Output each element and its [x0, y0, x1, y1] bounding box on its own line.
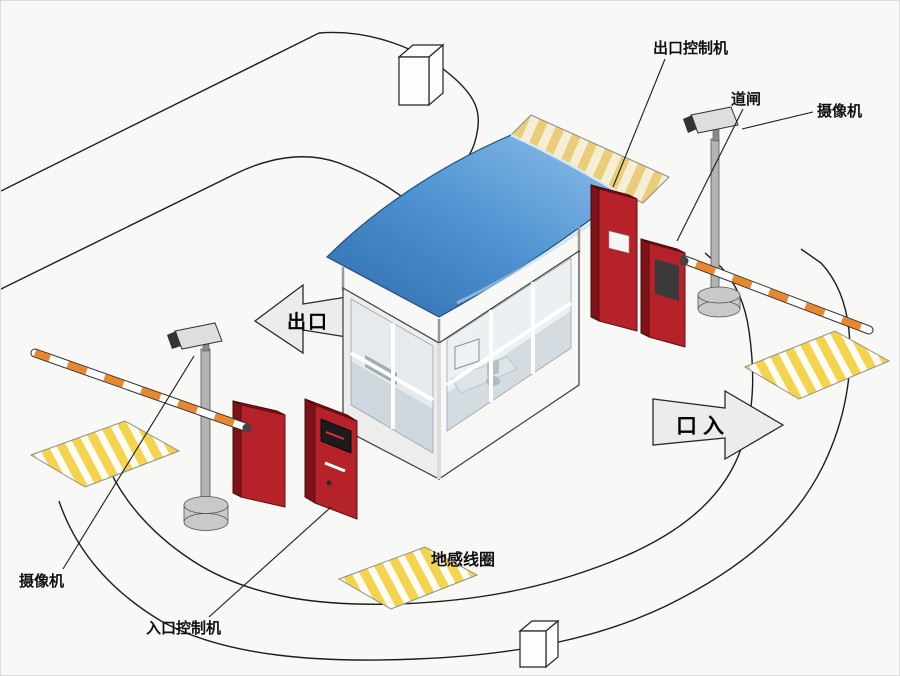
interior-monitor [454, 338, 480, 370]
loop-surface [743, 330, 891, 400]
ground-loop-left [29, 420, 181, 488]
arm-hub [679, 256, 689, 266]
guard-booth [326, 114, 670, 481]
exit-barrier-machine [640, 238, 686, 348]
exit-direction-arrow: 出口 [253, 283, 354, 355]
machine-panel [655, 259, 679, 301]
exit-camera [683, 106, 741, 318]
arm-hub [242, 423, 252, 433]
leader-entrance-controller [208, 506, 332, 618]
exit-control-machine [590, 184, 638, 332]
leader-camera-left [62, 355, 195, 570]
loop-surface [29, 420, 181, 488]
road-post-bottom [518, 619, 560, 669]
entrance-barrier-machine [232, 400, 286, 508]
roof-back-rim [510, 133, 624, 197]
machine-label-sticker [608, 230, 630, 254]
camera-base [697, 286, 741, 318]
exit-controller-label: 出口控制机 [653, 39, 728, 57]
label-entrance-controller: 入口控制机 [146, 506, 332, 637]
label-camera-right: 摄像机 [741, 102, 862, 130]
road-post-top [397, 43, 445, 107]
camera-pole [200, 348, 211, 508]
exit-lane-equipment [590, 106, 874, 348]
entrance-barrier-arm [30, 348, 252, 433]
display-led-text [325, 431, 345, 440]
camera-bracket [712, 128, 720, 142]
booth-window-right [437, 257, 573, 479]
callout-labels: 出口控制机 道闸 摄像机 摄像机 入口控制机 地感线圈 [19, 39, 862, 637]
entrance-controller-label: 入口控制机 [146, 619, 221, 637]
entrance-lane-equipment [30, 322, 358, 531]
exit-barrier-arm [679, 255, 874, 335]
entrance-arrow-text: 口入 [676, 415, 730, 438]
entrance-direction-arrow: 口入 [652, 389, 785, 461]
label-barrier-gate: 道闸 [676, 90, 761, 242]
entrance-control-machine [304, 398, 358, 520]
road-edge-inner-bottom [104, 252, 754, 605]
leader-exit-controller [612, 58, 666, 188]
loop-surface [337, 546, 479, 610]
barrier-gate-label: 道闸 [731, 90, 761, 108]
push-button [326, 480, 332, 486]
ticket-slot [324, 461, 346, 473]
camera-lens-icon [683, 115, 697, 133]
camera-base [183, 496, 229, 531]
label-exit-controller: 出口控制机 [612, 39, 728, 188]
camera-left-label: 摄像机 [19, 572, 64, 590]
ground-loop-label: 地感线圈 [431, 550, 495, 569]
camera-lens-icon [167, 331, 181, 349]
leader-camera-right [741, 111, 814, 130]
camera-right-label: 摄像机 [817, 102, 862, 120]
entrance-camera [167, 322, 229, 531]
booth-window-left [350, 298, 434, 454]
label-camera-left: 摄像机 [19, 355, 195, 590]
camera-head-icon [690, 106, 739, 134]
roof-support-posts [341, 227, 581, 345]
ground-loop-bottom [337, 546, 479, 610]
camera-head-icon [174, 322, 223, 350]
arrow-shape [652, 389, 785, 461]
road-edge-outer-top [1, 31, 480, 192]
ground-loop-right [743, 330, 891, 400]
label-ground-loop: 地感线圈 [431, 550, 495, 569]
exit-arrow-text: 出口 [287, 310, 329, 333]
road-edge-inner-top [1, 156, 416, 290]
leader-barrier-gate [676, 108, 744, 242]
